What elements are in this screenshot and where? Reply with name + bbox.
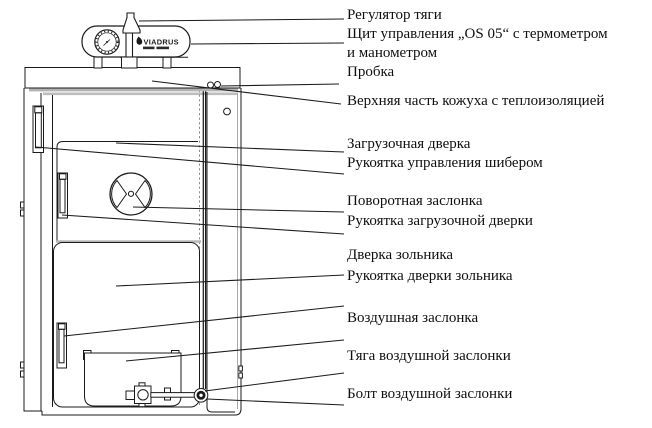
label-control-panel: Щит управления „OS 05“ с термометром	[347, 26, 608, 42]
flame-icon	[136, 36, 143, 45]
regulator-chain-rod	[202, 89, 207, 389]
shiber-control-handle	[32, 105, 44, 153]
leader-shiber-handle	[35, 146, 345, 175]
rotary-damper	[109, 172, 153, 216]
leader-top-casing	[151, 80, 342, 105]
leader-ash-door	[115, 274, 345, 287]
ash-door-handle	[56, 322, 67, 369]
leader-control-panel	[190, 42, 345, 45]
ash-door	[53, 242, 200, 408]
loading-door	[56, 141, 201, 243]
label-ash-door-handle: Рукоятка дверки зольника	[347, 268, 513, 284]
label-plug: Пробка	[347, 64, 395, 80]
label-shiber-handle: Рукоятка управления шибером	[347, 155, 543, 171]
control-panel: VIADRUS	[81, 25, 191, 69]
clamp-left-piece	[125, 390, 135, 400]
label-ash-door: Дверка зольника	[347, 247, 454, 263]
label-air-damper: Воздушная заслонка	[347, 310, 479, 326]
air-damper-bolt	[193, 388, 209, 403]
label-draft-regulator: Регулятор тяги	[347, 7, 442, 23]
loading-door-handle	[57, 172, 68, 219]
leader-ash-handle	[63, 305, 345, 337]
label-air-damper-rod: Тяга воздушной заслонки	[347, 348, 511, 364]
label-loading-door-handle: Рукоятка загрузочной дверки	[347, 213, 533, 229]
regulator-stem	[125, 32, 134, 58]
leader-loading-handle	[61, 214, 345, 235]
label-control-panel-line2: и манометром	[347, 45, 438, 61]
label-air-damper-bolt: Болт воздушной заслонки	[347, 386, 513, 402]
leader-plug	[220, 83, 340, 87]
panel-hole	[223, 107, 231, 116]
regulator-base	[121, 56, 138, 69]
brand-logo: VIADRUS	[136, 36, 179, 50]
leader-damper-bolt	[206, 398, 345, 406]
leader-draft-regulator	[138, 18, 345, 22]
draft-regulator	[121, 12, 141, 69]
label-top-casing: Верхняя часть кожуха с теплоизоляцией	[347, 93, 605, 109]
right-side-panel	[206, 88, 243, 413]
leader-rotary-damper	[132, 206, 345, 213]
label-loading-door: Загрузочная дверка	[347, 136, 471, 152]
brand-tagline	[143, 46, 155, 50]
leader-air-damper	[125, 339, 345, 362]
leader-loading-door	[115, 142, 345, 153]
label-rotary-damper: Поворотная заслонка	[347, 193, 483, 209]
regulator-knob	[122, 12, 141, 34]
leader-damper-rod	[204, 372, 345, 392]
thermometer-gauge	[94, 29, 120, 55]
leader-lines	[35, 18, 345, 406]
front-face	[41, 92, 242, 416]
boiler-body: VIADRUS	[20, 12, 243, 416]
brand-tagline	[156, 46, 169, 50]
brand-name: VIADRUS	[144, 37, 179, 46]
damper-rod	[150, 392, 196, 398]
